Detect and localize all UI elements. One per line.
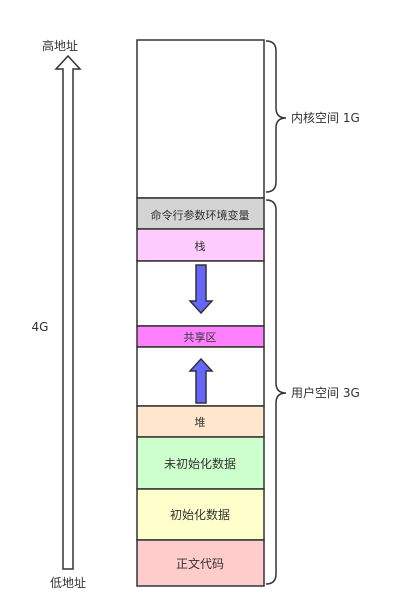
address-axis: 高地址 4G 低地址 xyxy=(32,38,86,590)
stack-growth-down-arrow xyxy=(188,264,214,315)
total-size-label: 4G xyxy=(32,320,49,334)
segment-cmdline-env-label: 命令行参数环境变量 xyxy=(151,208,250,222)
segment-heap-label: 堆 xyxy=(195,416,206,429)
growth-arrows xyxy=(188,264,214,404)
segment-heap xyxy=(136,405,265,438)
kernel-space-label: 内核空间 1G xyxy=(291,111,360,125)
segment-cmdline-env xyxy=(136,197,265,230)
user-space-label: 用户空间 3G xyxy=(291,385,360,400)
kernel-space-brace xyxy=(265,40,287,193)
user-space-segments: 命令行参数环境变量 栈 共享区 堆 未初始化数据 初始化数据 正文代码 xyxy=(136,197,265,587)
region-braces: 内核空间 1G 用户空间 3G xyxy=(265,40,360,585)
segment-text xyxy=(136,539,265,587)
segment-text-label: 正文代码 xyxy=(176,556,224,571)
low-address-label: 低地址 xyxy=(50,576,86,590)
heap-growth-up-arrow xyxy=(188,357,214,404)
kernel-space-block xyxy=(136,39,265,199)
address-axis-arrow xyxy=(54,54,82,570)
high-address-label: 高地址 xyxy=(42,38,78,53)
segment-stack-label: 栈 xyxy=(195,239,206,253)
segment-data-label: 初始化数据 xyxy=(170,507,230,522)
segment-shared-label: 共享区 xyxy=(184,330,217,344)
segment-bss xyxy=(136,436,265,490)
user-space-brace xyxy=(265,199,287,585)
segment-bss-label: 未初始化数据 xyxy=(164,456,236,471)
kernel-space xyxy=(136,39,265,199)
